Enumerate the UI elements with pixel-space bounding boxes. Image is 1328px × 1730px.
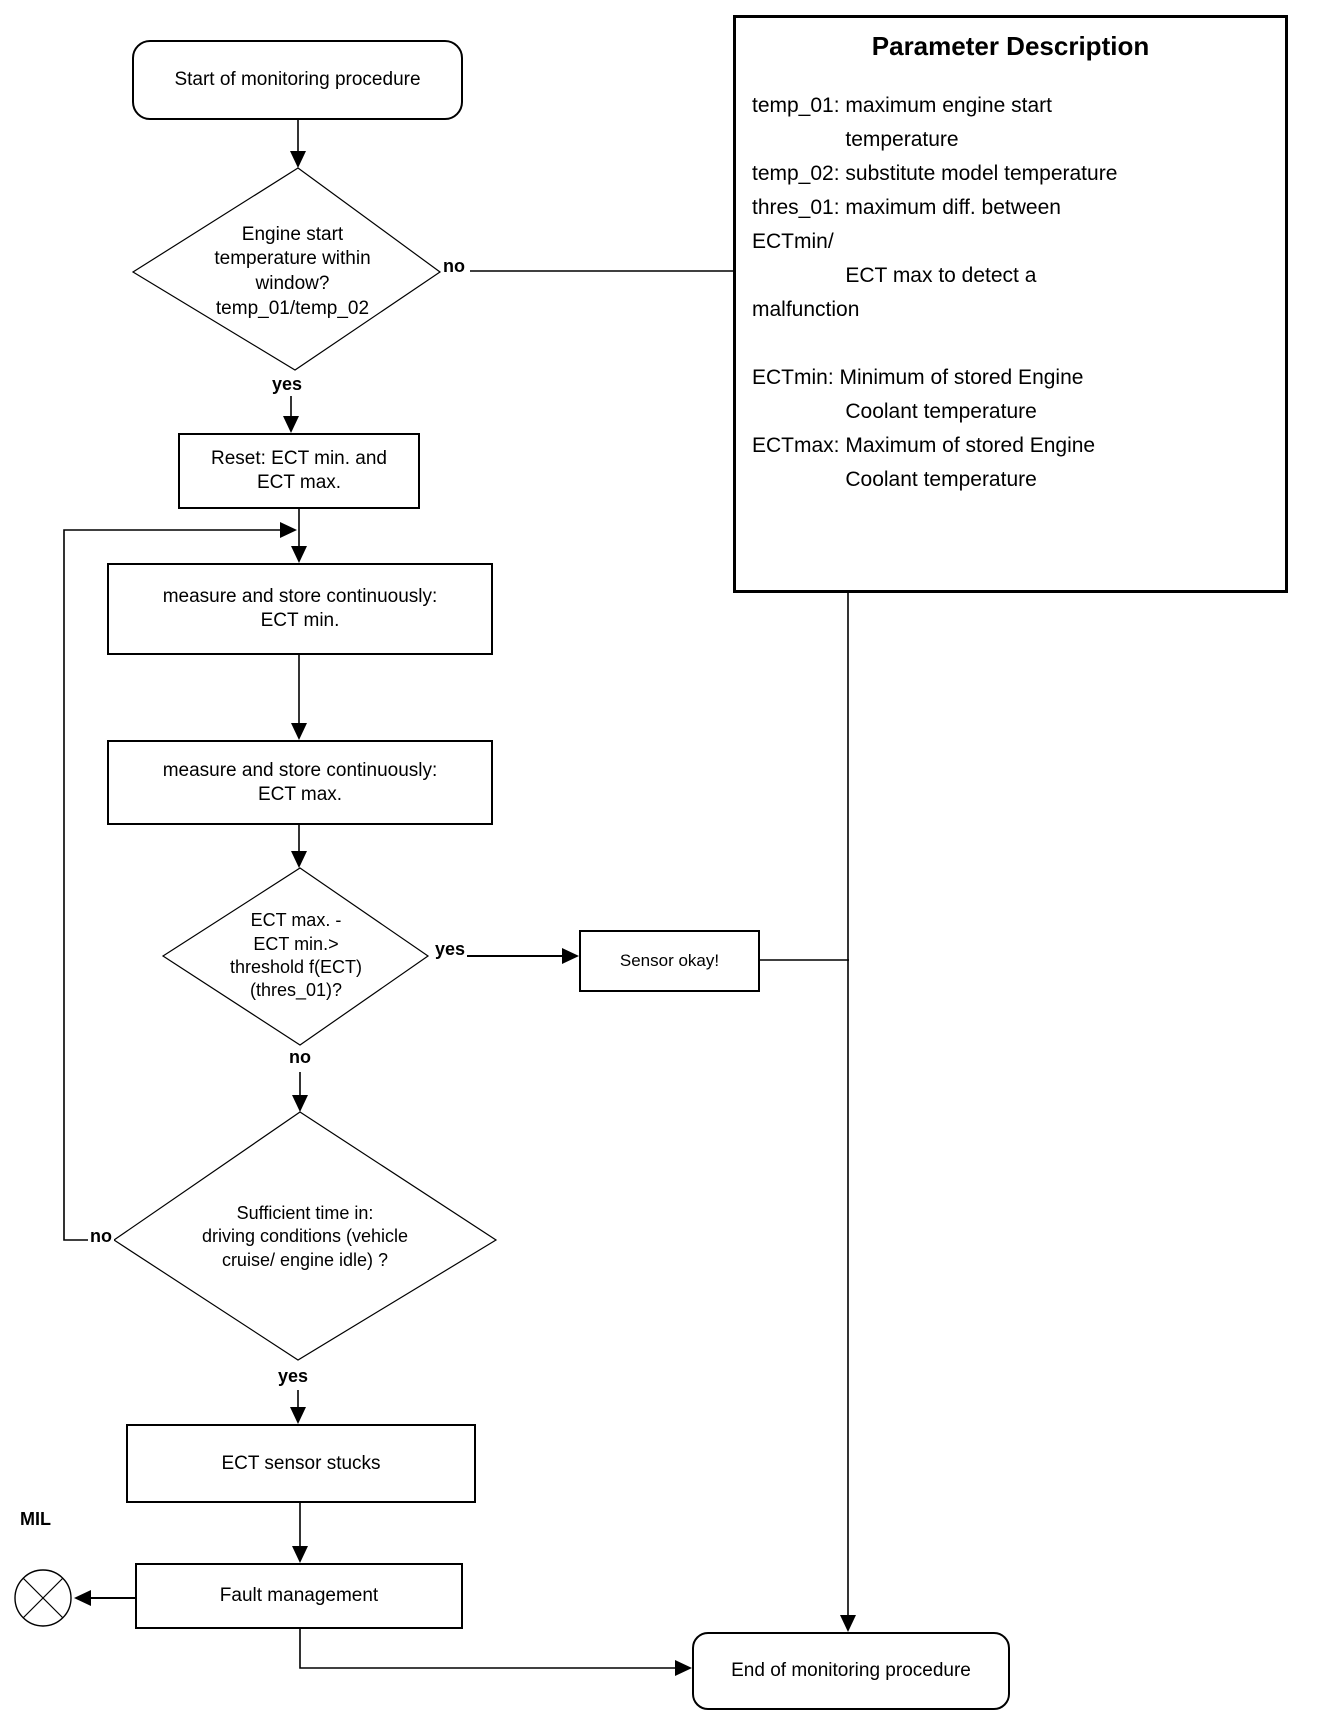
- edge-label-d1-no: no: [441, 256, 467, 276]
- decision-2-shape: [161, 867, 430, 1046]
- arrowhead-down: [283, 416, 299, 433]
- parameter-description-box: Parameter Description temp_01: maximum e…: [733, 15, 1288, 593]
- arrowhead-right: [675, 1660, 692, 1676]
- ect-sensor-stucks-process: ECT sensor stucks: [126, 1424, 476, 1503]
- arrowhead-down: [291, 723, 307, 740]
- reset-process: Reset: ECT min. and ECT max.: [178, 433, 420, 509]
- arrowhead-right: [562, 948, 579, 964]
- arrowhead-down: [292, 1546, 308, 1563]
- arrowhead-right: [280, 522, 297, 538]
- start-terminal: Start of monitoring procedure: [132, 40, 463, 120]
- arrowhead-down: [291, 546, 307, 563]
- decision-1-shape: [131, 167, 442, 371]
- arrowhead-down: [290, 151, 306, 168]
- sensor-okay-process: Sensor okay!: [579, 930, 760, 992]
- edge-label-d2-yes: yes: [433, 939, 468, 959]
- decision-3-shape: [112, 1111, 498, 1361]
- parameter-description-title: Parameter Description: [871, 31, 1150, 61]
- arrowhead-down: [291, 851, 307, 868]
- fault-management-process: Fault management: [135, 1563, 463, 1629]
- decision-2-label: ECT max. - ECT min.> threshold f(ECT) (t…: [229, 910, 363, 1001]
- arrowhead-down: [840, 1615, 856, 1632]
- measure-max-process: measure and store continuously: ECT max.: [107, 740, 493, 825]
- arrowhead-down: [290, 1407, 306, 1424]
- mil-label: MIL: [20, 1509, 51, 1529]
- edge-label-d1-yes: yes: [270, 374, 305, 394]
- parameter-description-body: temp_01: maximum engine start temperatur…: [752, 93, 1118, 491]
- decision-1-label: Engine start temperature within window? …: [214, 223, 371, 319]
- edge-label-d2-no: no: [287, 1047, 313, 1067]
- measure-min-process: measure and store continuously: ECT min.: [107, 563, 493, 655]
- edge-fault-end: [299, 1629, 676, 1669]
- edge-label-d3-no: no: [88, 1226, 114, 1246]
- end-terminal: End of monitoring procedure: [692, 1632, 1010, 1710]
- arrowhead-left: [74, 1590, 91, 1606]
- mil-lamp-icon: [14, 1569, 72, 1627]
- edge-label-d3-yes: yes: [276, 1366, 311, 1386]
- decision-3-label: Sufficient time in: driving conditions (…: [201, 1202, 409, 1270]
- arrowhead-down: [292, 1095, 308, 1112]
